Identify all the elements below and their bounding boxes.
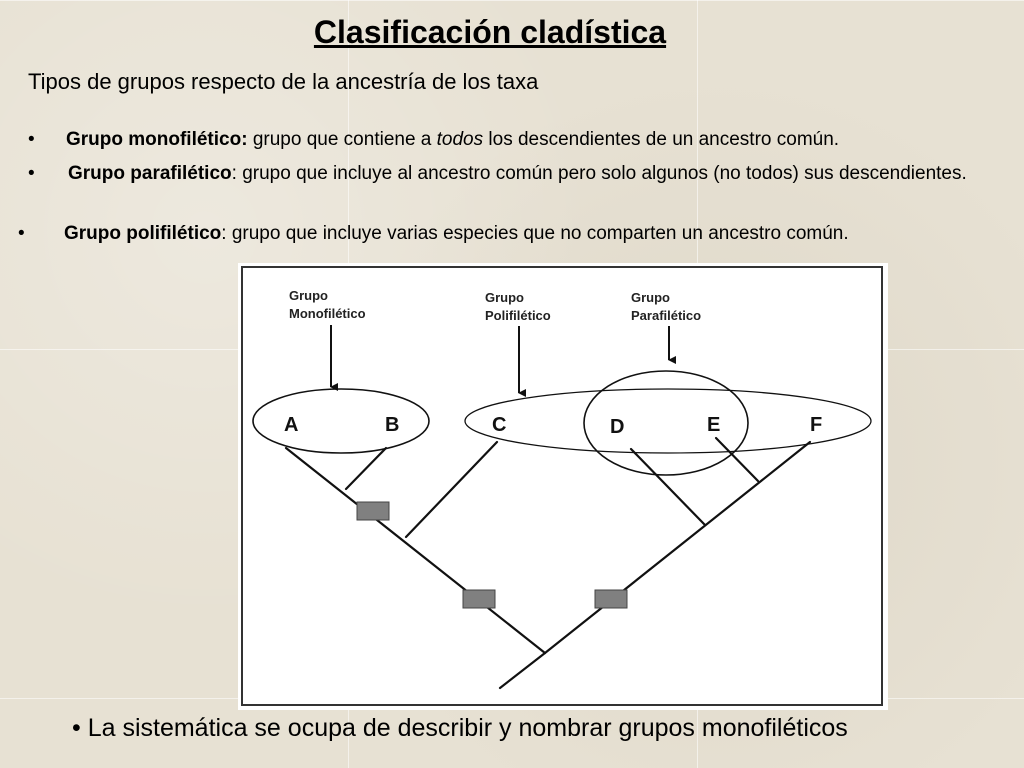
branch-to-a [284, 446, 547, 655]
synapomorphy-box-ab [356, 501, 390, 521]
branch-to-c [404, 440, 499, 539]
term-parafiletico: Grupo parafilético [68, 163, 232, 184]
term-polifiletico: Grupo polifilético [64, 223, 222, 244]
branch-to-f [543, 440, 812, 655]
ellipse-parafiletico [583, 370, 749, 476]
cladogram-figure: Grupo Monofilético Grupo Polifilético Gr… [238, 263, 888, 710]
label-poli-line1: Grupo [485, 290, 524, 305]
label-poli-line2: Polifilético [485, 308, 551, 323]
label-para-line1: Grupo [631, 290, 670, 305]
taxon-a: A [284, 414, 298, 436]
bullet-monofiletico: • Grupo monofilético: grupo que contiene … [28, 126, 839, 154]
label-mono-line2: Monofilético [289, 306, 366, 321]
slide-title: Clasificación cladística [313, 14, 667, 50]
bullet-dot: • [28, 129, 35, 150]
taxon-e: E [707, 414, 720, 436]
branch-to-d [629, 447, 707, 527]
emphasis-todos: todos [436, 129, 484, 150]
synapomorphy-box-def [594, 589, 628, 609]
taxon-d: D [610, 416, 624, 438]
ellipse-polifiletico [464, 388, 872, 454]
label-mono-line1: Grupo [289, 288, 328, 303]
bullet-text: : grupo que incluye varias especies que … [221, 223, 849, 244]
bullet-dot: • [18, 223, 25, 244]
bullet-text: los descendientes de un ancestro común. [483, 129, 840, 150]
bullet-text: grupo que contiene a [247, 129, 437, 150]
synapomorphy-box-abc [462, 589, 496, 609]
bullet-polifiletico: • Grupo polifilético: grupo que incluye v… [18, 220, 948, 248]
slide-subtitle: Tipos de grupos respecto de la ancestría… [28, 69, 539, 94]
taxon-b: B [385, 414, 399, 436]
ellipse-monofiletico [252, 388, 430, 454]
taxon-f: F [810, 414, 822, 436]
branch-root [498, 651, 547, 690]
footer-note: • La sistemática se ocupa de describir y… [72, 714, 848, 742]
bullet-dot: • [28, 163, 35, 184]
term-monofiletico: Grupo monofilético: [66, 129, 248, 150]
label-para-line2: Parafilético [631, 308, 701, 323]
branch-to-b [344, 446, 388, 491]
branch-to-e [714, 436, 760, 483]
bullet-parafiletico: • Grupo parafilético: grupo que incluye a… [28, 160, 998, 188]
cladogram-svg: Grupo Monofilético Grupo Polifilético Gr… [241, 266, 883, 706]
taxon-c: C [492, 414, 506, 436]
bullet-text: : grupo que incluye al ancestro común pe… [231, 163, 967, 184]
